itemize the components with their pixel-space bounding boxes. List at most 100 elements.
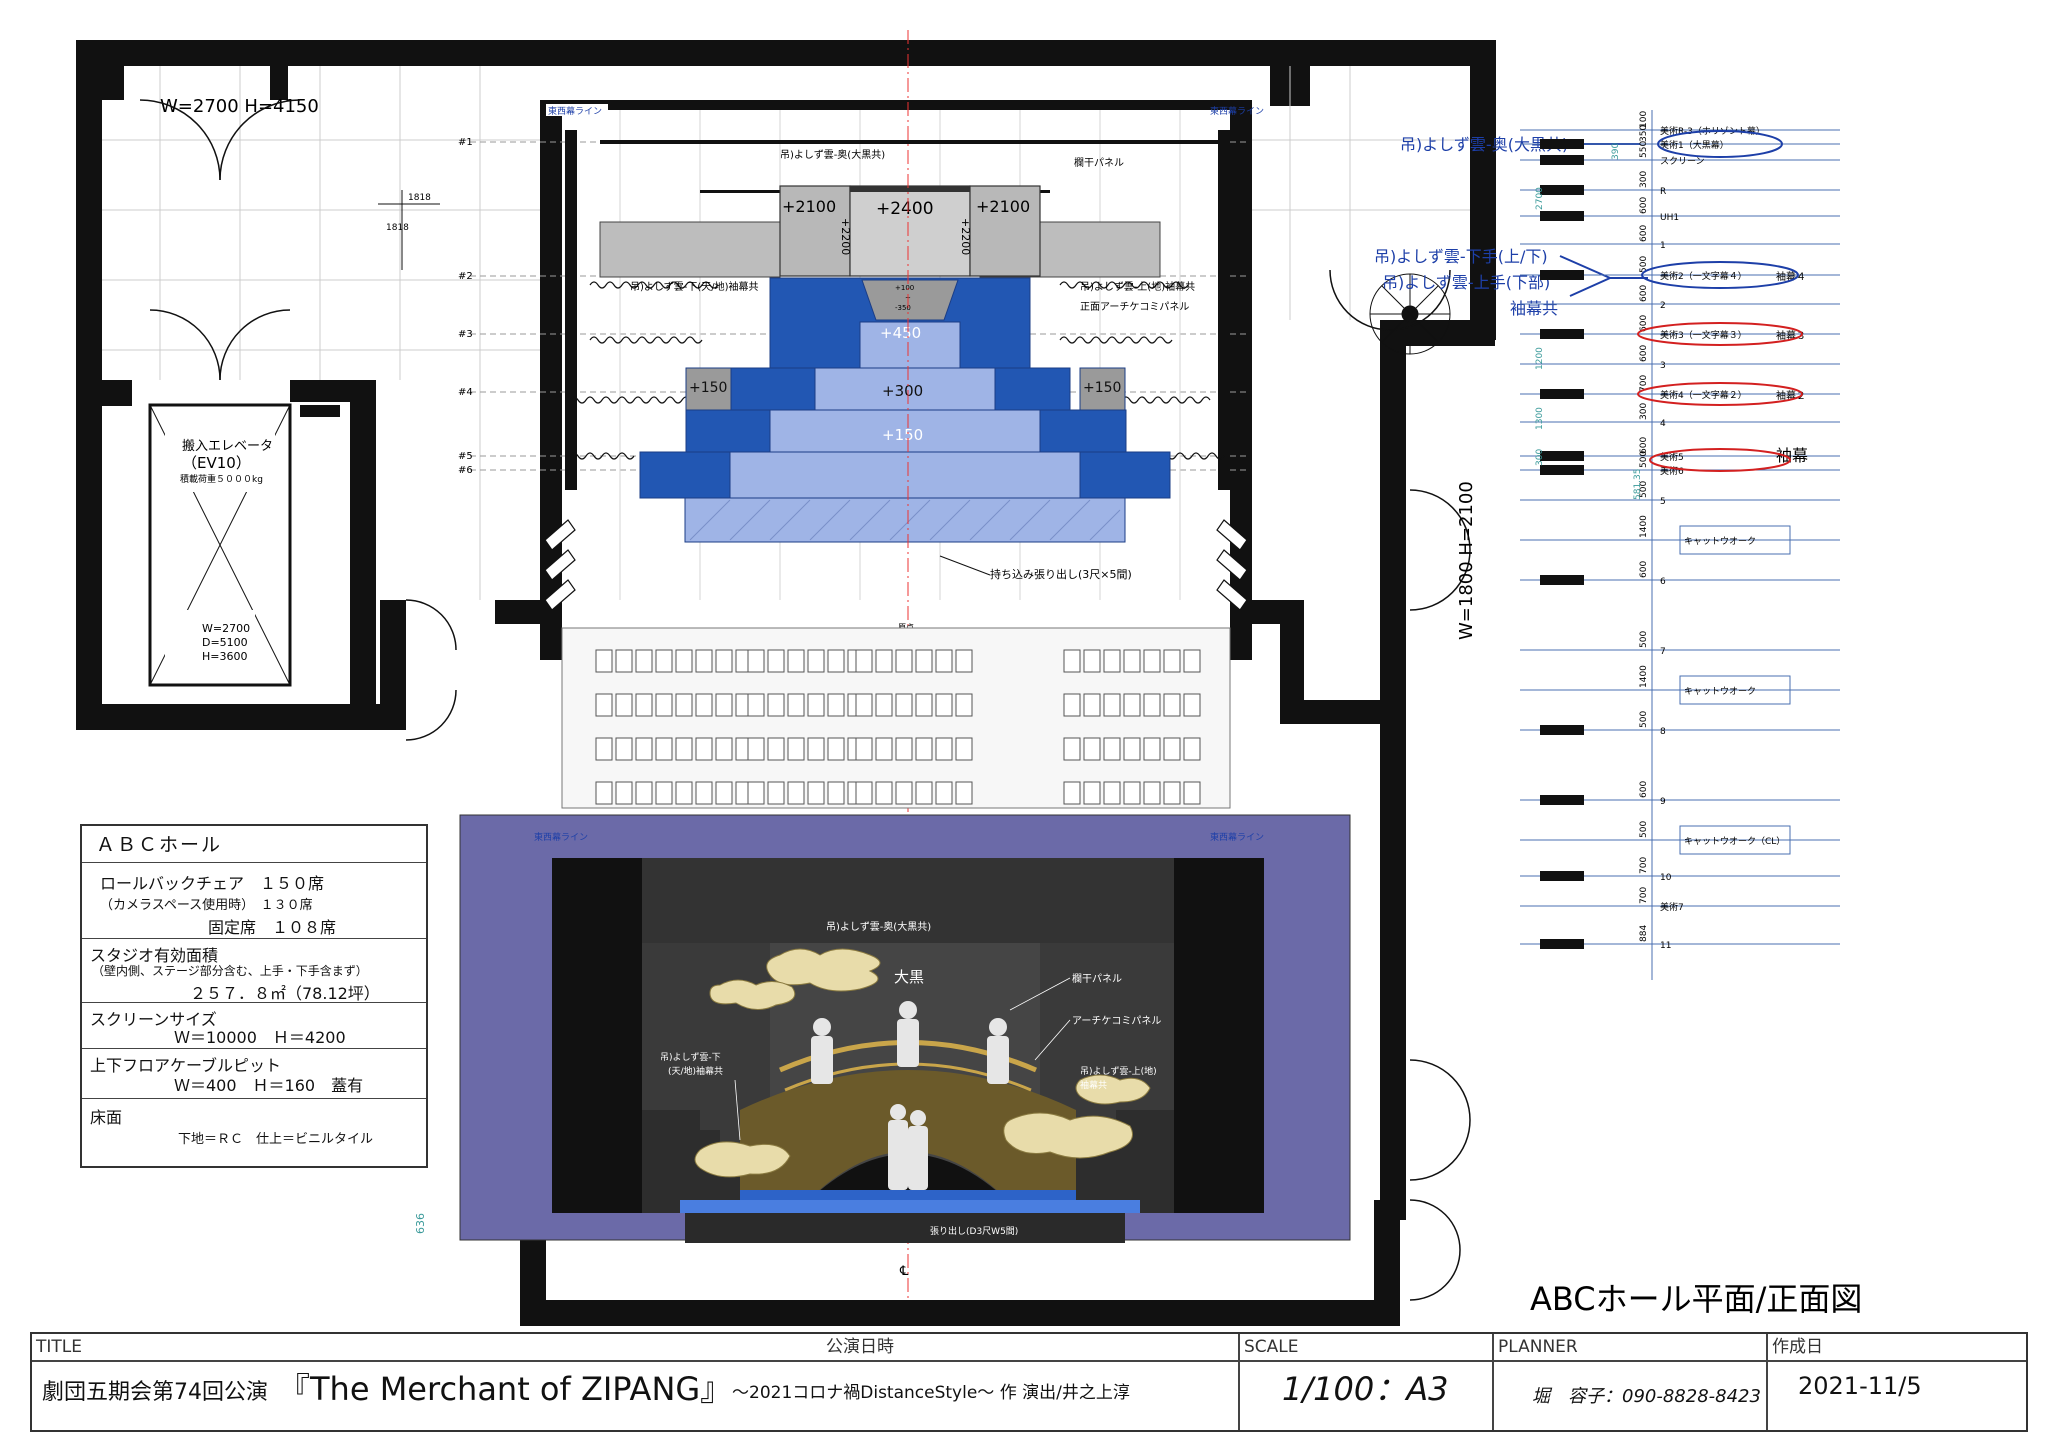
seat [675,649,693,673]
riser-450: +450 [880,324,921,342]
seat [1083,649,1101,673]
seat [747,693,765,717]
rigging-bar [1540,270,1584,280]
seat [635,781,653,805]
seat [595,781,613,805]
seat [675,737,693,761]
riser-300: +300 [882,382,923,400]
planner-value: 堀 容子：090-8828-8423 [1532,1386,1761,1407]
callout-right-curtain: 吊)よしず雲-上手(下部) [1382,273,1550,292]
seat [1083,781,1101,805]
seat [1163,737,1181,761]
rigging-spacing: 600 [1639,197,1649,214]
rigging-spacing: 550 [1639,141,1649,158]
rigging-label: 美術1（大黒幕） [1660,139,1729,151]
elevator-name-2: （EV10） [182,454,251,472]
seat [1063,693,1081,717]
seat [875,693,893,717]
rigging-label: UH1 [1660,213,1679,223]
dim-1818-label: 1818 [408,193,431,203]
seat [787,737,805,761]
screen-value: Ｗ＝10000 Ｈ＝4200 [174,1028,346,1047]
seat [895,693,913,717]
title-block-div [1238,1334,1240,1430]
seat [1183,737,1201,761]
rigging-label: 美術2（一文字幕４） [1660,270,1747,282]
title-block-div [1492,1334,1494,1430]
rigging-bar [1540,725,1584,735]
seat [695,649,713,673]
center-mark-3: -350 [895,304,911,312]
seat [895,737,913,761]
rigging-spacing: 1400 [1639,515,1649,538]
hall-fixed: 固定席 １０８席 [208,918,337,937]
ew-line-right: 東西幕ライン [1210,105,1264,117]
area-title: スタジオ有効面積 [90,946,219,965]
rigging-label: 11 [1660,941,1671,951]
seat [787,781,805,805]
seat [1103,693,1121,717]
seat [695,781,713,805]
rigging-note: 袖幕２ [1776,389,1806,402]
rigging-bar [1540,185,1584,195]
callout-back-curtain: 吊)よしず雲-奥(大黒共) [1400,135,1568,154]
blue-risers [639,277,1171,543]
seat [827,649,845,673]
rigging-bar [1540,871,1584,881]
seat [1063,649,1081,673]
elevator-dim-h: H=3600 [202,650,247,663]
rigging-spacing: 500 [1639,256,1649,273]
seat [747,649,765,673]
rigging-ellipses [1637,130,1803,472]
seat [875,781,893,805]
seat [787,649,805,673]
header-planner: PLANNER [1498,1337,1578,1357]
proscenium-pieces [544,519,1248,611]
hall-camera: （カメラスペース使用時） １３０席 [100,898,313,913]
seat [1123,737,1141,761]
seat [935,781,953,805]
seat [595,737,613,761]
seat [767,781,785,805]
header-title: TITLE [36,1337,82,1357]
riser-2200b: +2200 [959,218,972,255]
plan-arch: 正面アーチケコミパネル [1080,301,1189,313]
ew-line-tag-left [546,104,608,116]
rigging-side-dim: 1300 [1535,407,1545,430]
seat [715,693,733,717]
catwalk-box [1679,525,1791,555]
apron-hatch [689,499,1121,541]
rigging-label: キャットウオーク [1684,686,1756,697]
rigging-label: 4 [1660,419,1666,429]
seat [675,781,693,805]
rigging-spacing: 600 [1639,437,1649,454]
rigging-spacing: 600 [1639,561,1649,578]
plan-back-curtain: 吊)よしず雲-奥(大黒共) [780,148,885,161]
riser-150c: +150 [882,426,923,444]
side-door-size: W=1800 H=2100 [1456,481,1477,640]
rigging-spacing: 300 [1639,403,1649,420]
seat [787,693,805,717]
apron-leader [939,555,991,576]
scale-value: 1/100：A3 [1282,1370,1449,1408]
seat [875,649,893,673]
rigging-bar [1540,211,1584,221]
rigging-label: 2 [1660,301,1666,311]
rigging-spacing: 300 [1639,171,1649,188]
rigging-label: 5 [1660,497,1666,507]
rigging-spacing: 500 [1639,451,1649,468]
rigging-spacing: 500 [1639,821,1649,838]
seat [615,737,633,761]
rigging-spacing: 500 [1639,631,1649,648]
figures [811,1001,1009,1190]
elevator-door-size: W=2700 H=4150 [160,96,319,117]
elev-right-1: 吊)よしず雲-上(地) [1080,1065,1157,1077]
row-5: #5 [458,451,473,462]
seat [1143,737,1161,761]
seat [1163,649,1181,673]
rigging-label: 7 [1660,647,1666,657]
rigging-label: 美術3（一文字幕３） [1660,329,1747,341]
seat [1143,649,1161,673]
seat [1143,781,1161,805]
header-date: 公演日時 [826,1337,894,1357]
